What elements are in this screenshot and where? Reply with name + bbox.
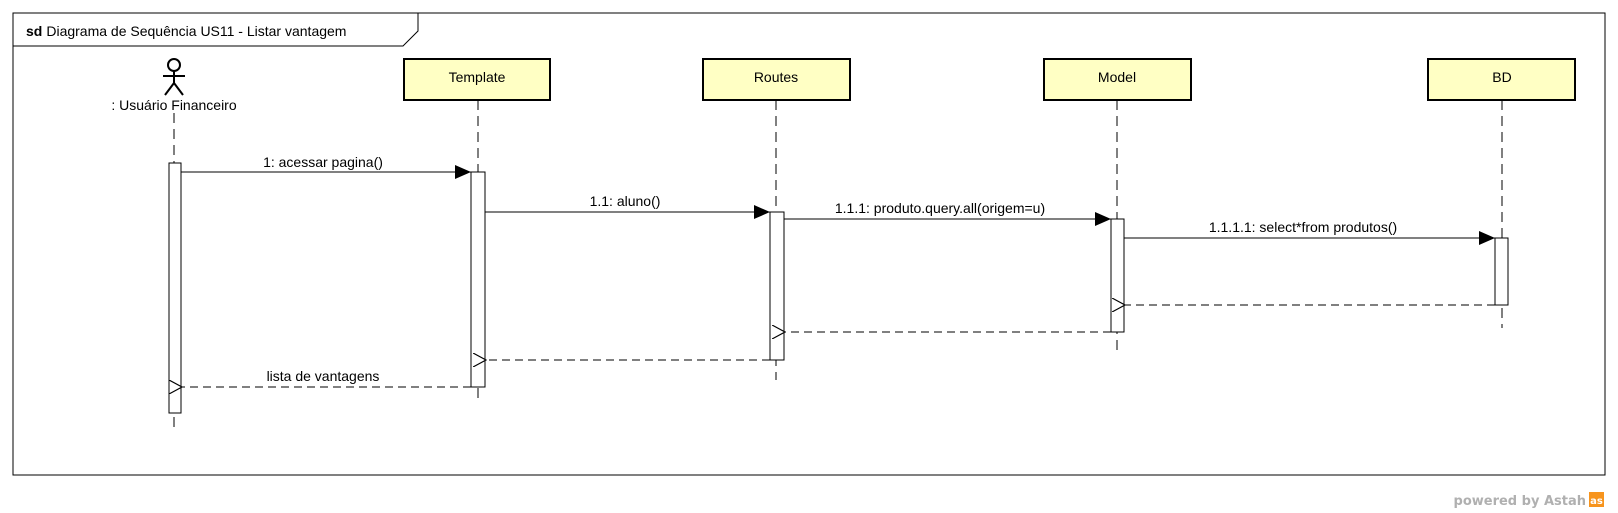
lifeline-routes-name: Routes — [754, 69, 798, 85]
astah-logo-icon — [1589, 492, 1604, 507]
message-label-1-1-1-1: 1.1.1.1: select*from produtos() — [1209, 219, 1397, 235]
activation-template — [470, 171, 486, 388]
message-label-1: 1: acessar pagina() — [263, 154, 383, 170]
message-label-1-1: 1.1: aluno() — [590, 193, 661, 209]
lifeline-model-name: Model — [1098, 69, 1136, 85]
watermark-text: powered by Astah — [1454, 494, 1586, 509]
actor-name: : Usuário Financeiro — [111, 97, 236, 113]
astah-logo-text: as — [1590, 496, 1603, 507]
activation-bd — [1494, 237, 1509, 306]
stick-figure-icon — [163, 58, 185, 96]
lifeline-bd-head[interactable]: BD — [1427, 58, 1576, 101]
activation-actor — [168, 162, 182, 414]
lifeline-template-name: Template — [449, 69, 506, 85]
return-label-lista-de-vantagens: lista de vantagens — [267, 368, 380, 384]
frame-title: Diagrama de Sequência US11 - Listar vant… — [46, 23, 346, 39]
lifeline-template-head[interactable]: Template — [403, 58, 551, 101]
lifeline-model-head[interactable]: Model — [1043, 58, 1192, 101]
astah-watermark: powered by Astah as — [1454, 492, 1604, 509]
frame-keyword: sd — [26, 23, 42, 39]
activation-routes — [769, 211, 785, 361]
lifeline-bd-name: BD — [1492, 69, 1511, 85]
lifeline-routes-head[interactable]: Routes — [702, 58, 851, 101]
actor-usuario-financeiro[interactable]: : Usuário Financeiro — [111, 58, 237, 113]
activation-model — [1110, 218, 1125, 333]
message-label-1-1-1: 1.1.1: produto.query.all(origem=u) — [835, 200, 1045, 216]
